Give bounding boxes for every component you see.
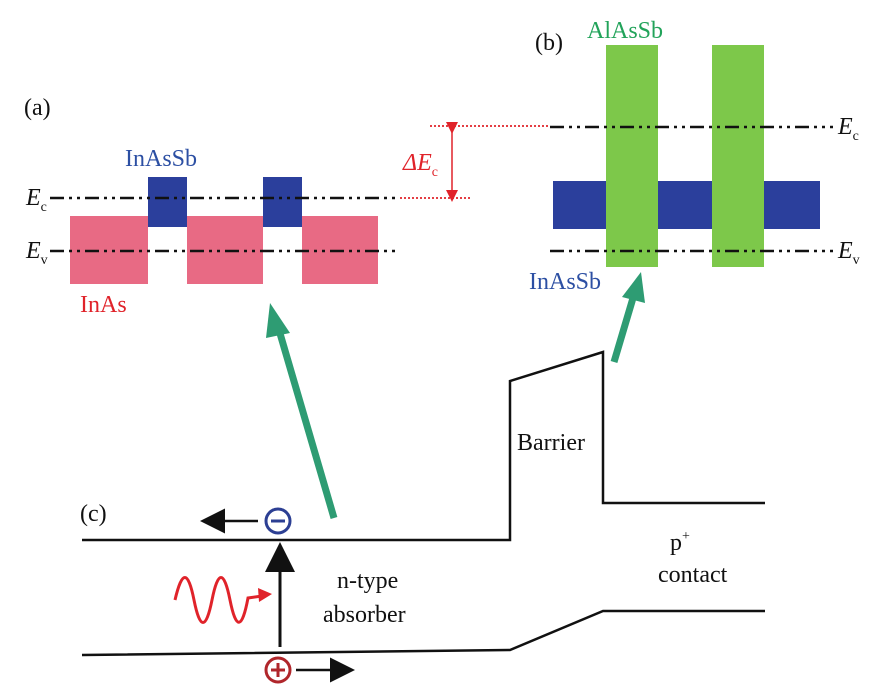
photon-arrowhead-icon bbox=[258, 588, 272, 602]
panel-b-alassb-barrier-1 bbox=[606, 45, 658, 267]
panel-a-ec-label: Ec bbox=[25, 185, 47, 215]
panel-b-alassb-barrier-2 bbox=[712, 45, 764, 267]
contact-label-line1: p+ bbox=[670, 529, 690, 556]
inas-block-1 bbox=[70, 216, 148, 284]
inassb-well-1 bbox=[148, 177, 187, 227]
panel-b-inassb-label: InAsSb bbox=[529, 269, 601, 295]
panel-b-label: (b) bbox=[535, 30, 563, 56]
electron-icon bbox=[264, 507, 292, 535]
inassb-well-2 bbox=[263, 177, 302, 227]
panel-b-ec-label: Ec bbox=[837, 114, 859, 144]
contact-label-line2: contact bbox=[658, 562, 728, 588]
panel-b-inassb-well bbox=[553, 181, 820, 229]
hole-icon bbox=[264, 656, 292, 684]
green-arrow-to-a bbox=[266, 303, 338, 519]
green-arrow-to-b bbox=[610, 272, 645, 363]
panel-a-inassb-wells bbox=[148, 177, 302, 227]
panel-a-ev-label: Ev bbox=[25, 238, 48, 268]
panel-b-ev-label: Ev bbox=[837, 238, 860, 268]
panel-a-label: (a) bbox=[24, 95, 51, 121]
panel-c-label: (c) bbox=[80, 501, 107, 527]
panel-a-inas-label: InAs bbox=[80, 292, 127, 318]
absorber-label-line1: n-type bbox=[337, 568, 398, 594]
panel-b-alassb-label: AlAsSb bbox=[587, 18, 663, 44]
absorber-label-line2: absorber bbox=[323, 602, 406, 628]
photon-wave-icon bbox=[173, 576, 263, 624]
valence-band-profile bbox=[81, 609, 765, 657]
delta-ec-label: ΔEc bbox=[402, 150, 438, 180]
barrier-label: Barrier bbox=[517, 430, 585, 456]
conduction-band-profile bbox=[82, 350, 765, 542]
panel-a-inassb-label: InAsSb bbox=[125, 146, 197, 172]
